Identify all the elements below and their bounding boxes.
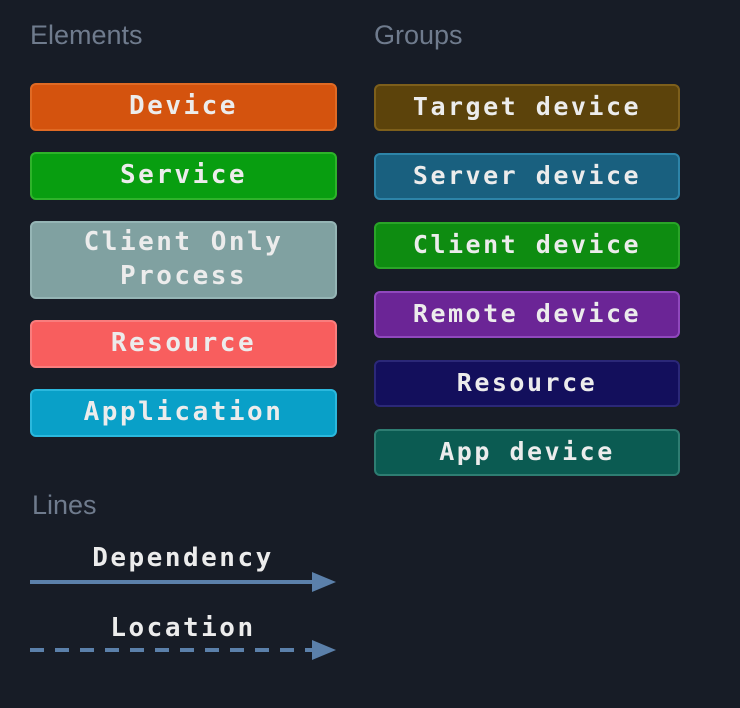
arrow-right-icon [312, 640, 336, 660]
lines-section-title: Lines [32, 490, 97, 520]
legend-group-client-device: Client device [374, 222, 680, 269]
legend-element-device: Device [30, 83, 337, 131]
elements-section-title: Elements [30, 20, 143, 50]
legend-group-resource-label: Resource [456, 368, 598, 398]
legend-group-target-device-label: Target device [412, 92, 642, 122]
legend-element-resource: Resource [30, 320, 337, 368]
location-line-label: Location [110, 613, 256, 643]
groups-section-title: Groups [374, 20, 463, 50]
legend-group-client-device-label: Client device [412, 230, 642, 260]
location-line [30, 640, 336, 660]
legend-element-service-label: Service [119, 160, 248, 191]
legend-group-server-device-label: Server device [412, 161, 642, 191]
legend-element-client-only-process-label: Client Only Process [83, 227, 284, 291]
legend-element-service: Service [30, 152, 337, 200]
legend-element-client-only-process: Client Only Process [30, 221, 337, 299]
legend-group-remote-device-label: Remote device [412, 299, 642, 329]
legend-element-resource-label: Resource [110, 328, 257, 359]
legend-element-application: Application [30, 389, 337, 437]
groups-section: Groups Target device Server device Clien… [374, 20, 680, 476]
elements-section: Elements Device Service Client Only Proc… [30, 20, 337, 437]
legend-group-resource: Resource [374, 360, 680, 407]
legend-group-app-device-label: App device [439, 437, 615, 467]
dependency-line-label: Dependency [92, 543, 274, 573]
legend-group-remote-device: Remote device [374, 291, 680, 338]
lines-section: Lines Dependency Location [30, 490, 340, 680]
legend-group-app-device: App device [374, 429, 680, 476]
legend-element-application-label: Application [83, 397, 284, 428]
arrow-right-icon [312, 572, 336, 592]
dependency-line [30, 572, 336, 592]
legend-group-server-device: Server device [374, 153, 680, 200]
location-line-stroke [30, 648, 312, 652]
legend-group-target-device: Target device [374, 84, 680, 131]
legend-element-device-label: Device [129, 91, 238, 122]
dependency-line-stroke [30, 580, 312, 584]
